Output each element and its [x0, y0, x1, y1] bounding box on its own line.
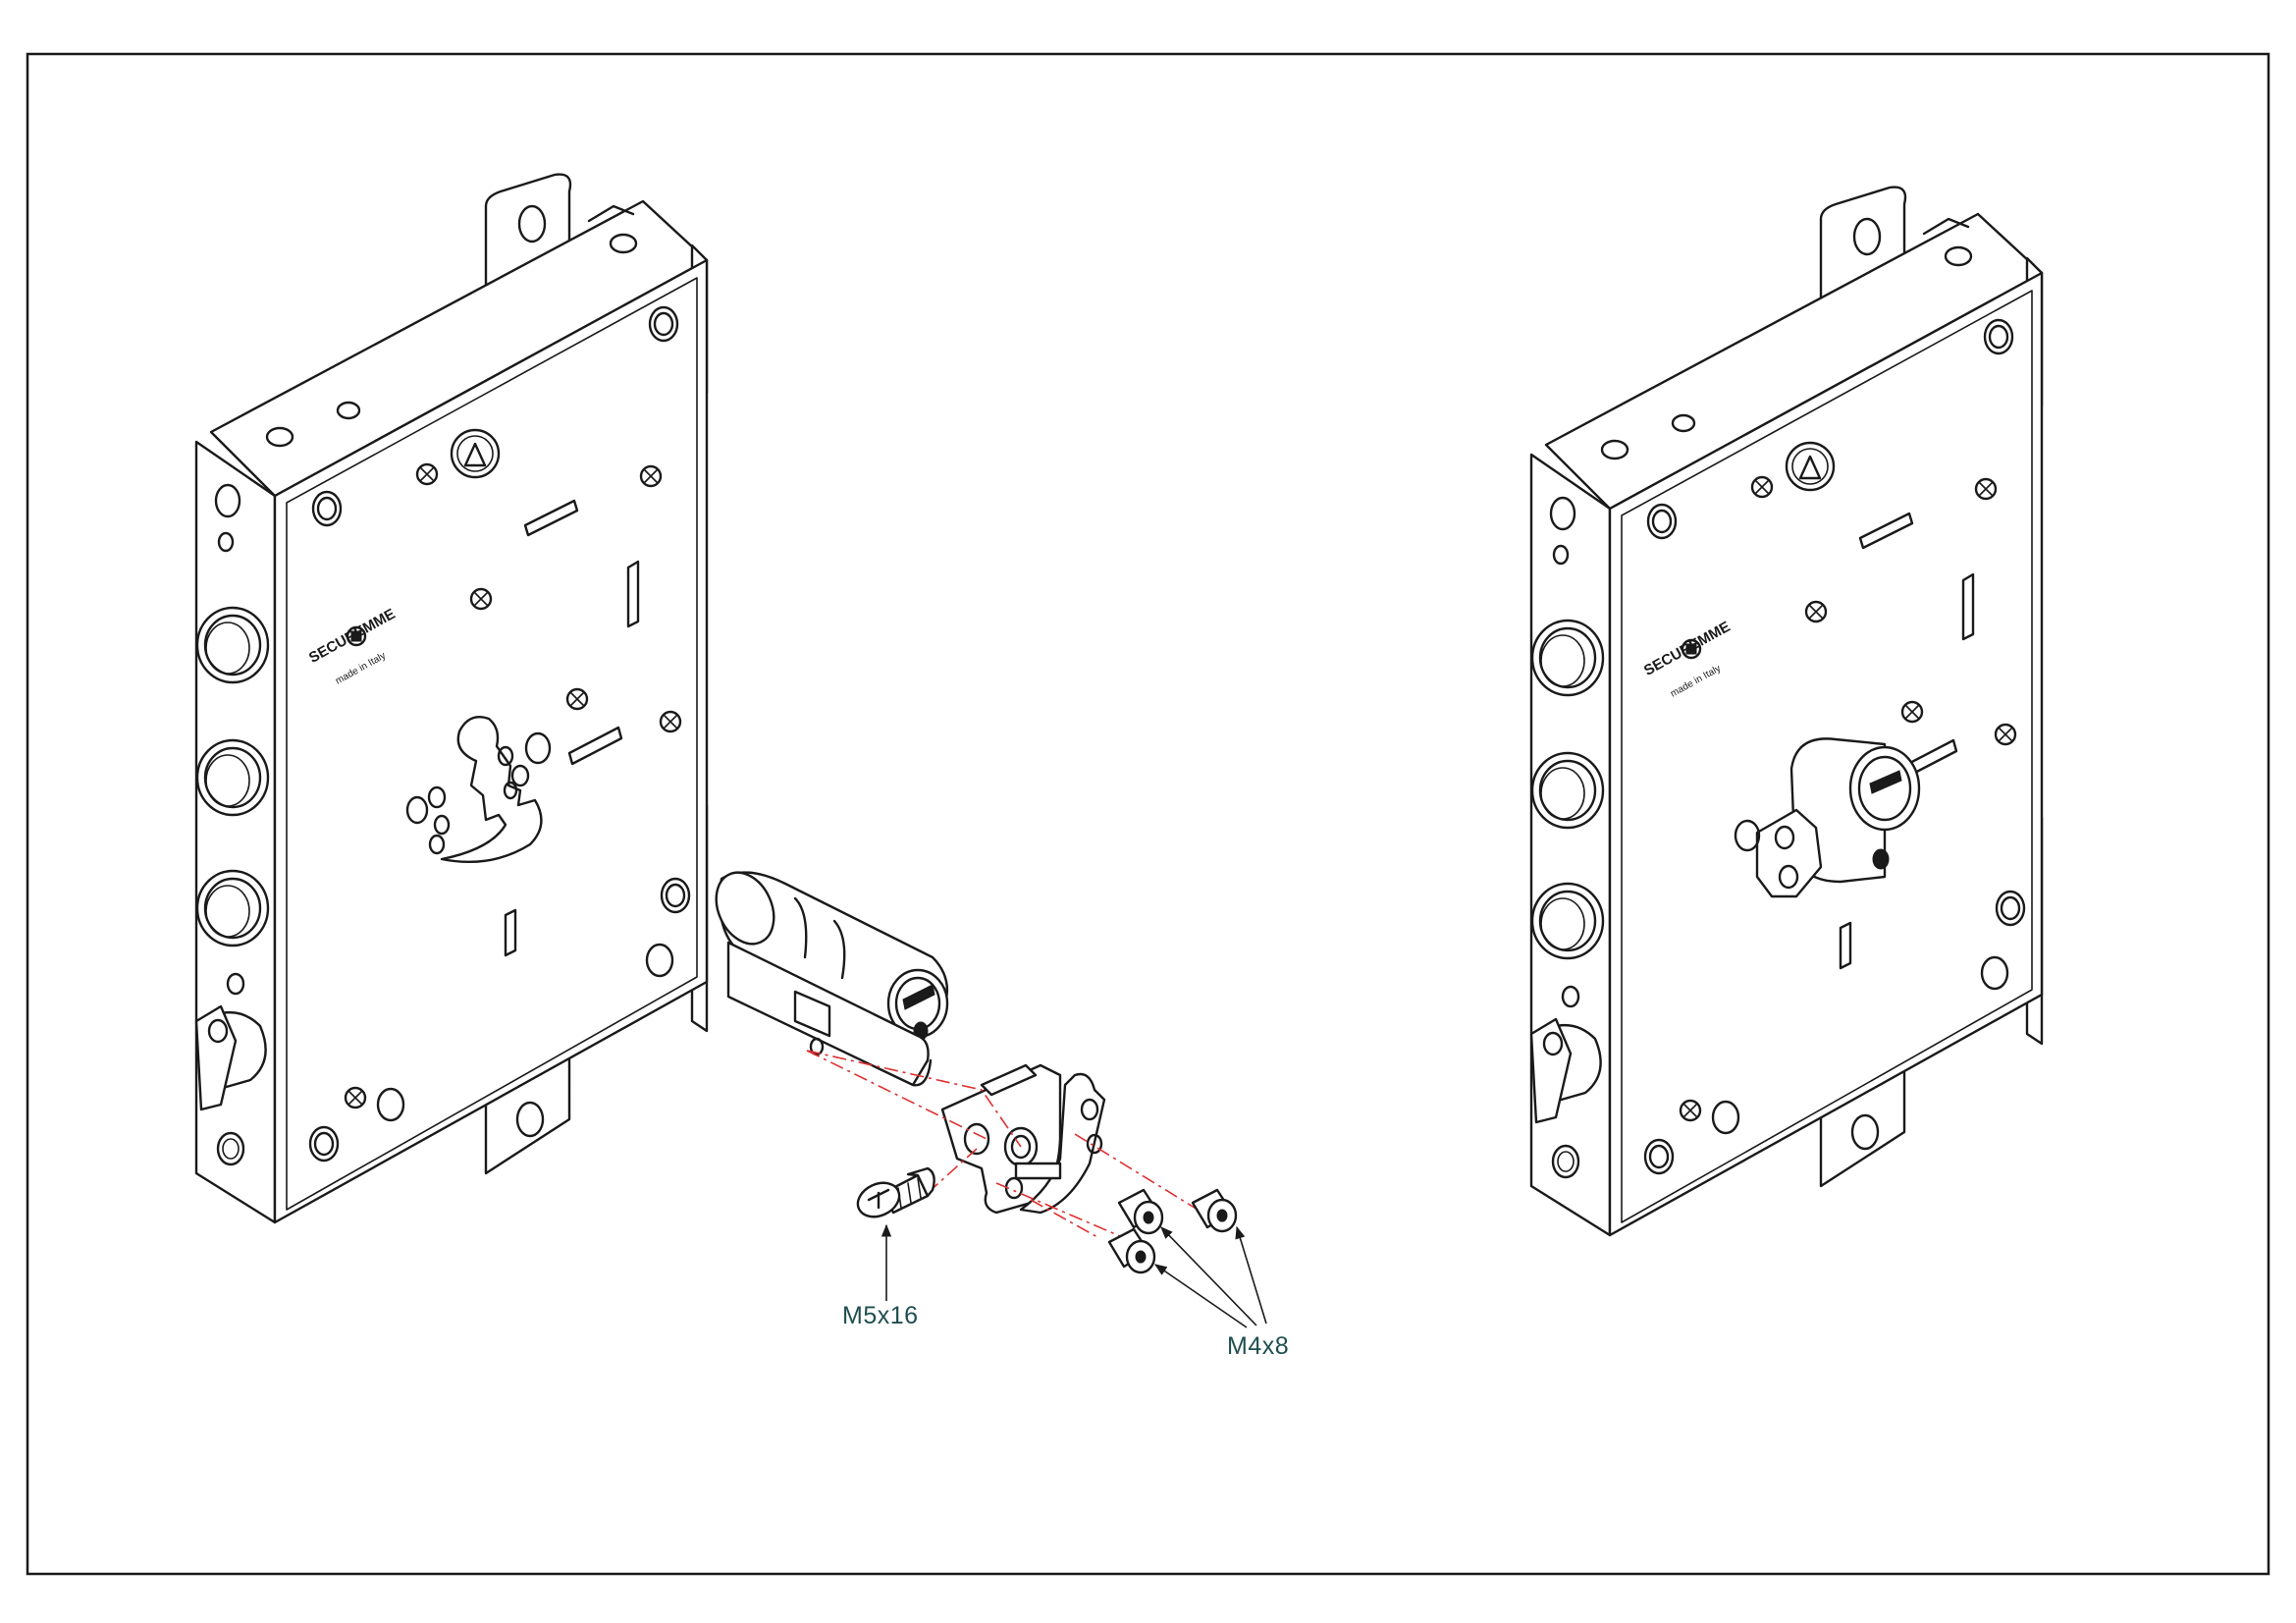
- euro-cylinder: [715, 871, 949, 1087]
- cylinder-bracket: [940, 1063, 1106, 1215]
- lock-body-right: [1529, 186, 2044, 1237]
- callout-leaders: [881, 1223, 1267, 1328]
- assembly-axis-lines: [806, 1050, 1203, 1243]
- screw-m4x8-middle: [1117, 1188, 1164, 1235]
- screw-m5x16: [856, 1166, 935, 1218]
- screw-m4x8-upper-right: [1191, 1188, 1238, 1233]
- screw-m4x8-lower: [1107, 1227, 1156, 1274]
- label-screw-m4x8: M4x8: [1227, 1332, 1290, 1360]
- lock-body-left: [194, 173, 709, 1224]
- brand-logo-icon: [1681, 638, 1702, 660]
- drawing-frame: [26, 52, 2270, 1576]
- installed-cylinder: [1734, 737, 1921, 898]
- brand-logo-icon: [346, 625, 367, 647]
- cylinder-cutout: [405, 715, 552, 864]
- label-screw-m5x16: M5x16: [842, 1302, 919, 1329]
